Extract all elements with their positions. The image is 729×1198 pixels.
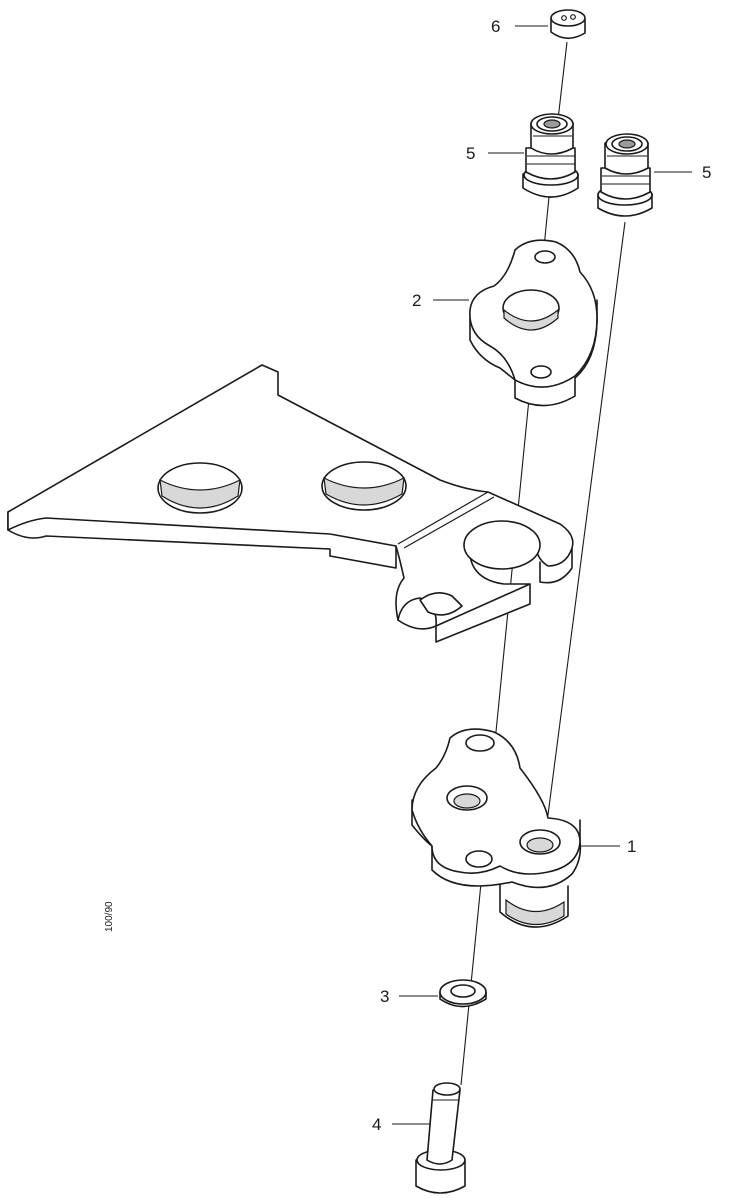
callout-leaders (392, 25, 692, 1125)
callout-4: 4 (372, 1115, 381, 1134)
callout-5-right: 5 (702, 163, 711, 182)
part-2-flange-plate (469, 239, 598, 407)
drawing-reference: 100/90 (104, 901, 115, 932)
callout-1: 1 (627, 837, 636, 856)
part-5-cable-gland-left (522, 113, 579, 198)
mounting-bracket (7, 364, 574, 643)
part-4-screw (415, 1082, 466, 1194)
callout-3: 3 (380, 987, 389, 1006)
callout-5-left: 5 (466, 144, 475, 163)
part-1-base-flange (411, 728, 582, 928)
callout-2: 2 (412, 291, 421, 310)
callout-labels: 6 5 5 2 1 3 4 (372, 17, 711, 1134)
part-3-washer (439, 979, 487, 1008)
callout-6: 6 (491, 17, 500, 36)
part-6-cap (550, 9, 586, 40)
part-5-cable-gland-right (597, 133, 653, 217)
